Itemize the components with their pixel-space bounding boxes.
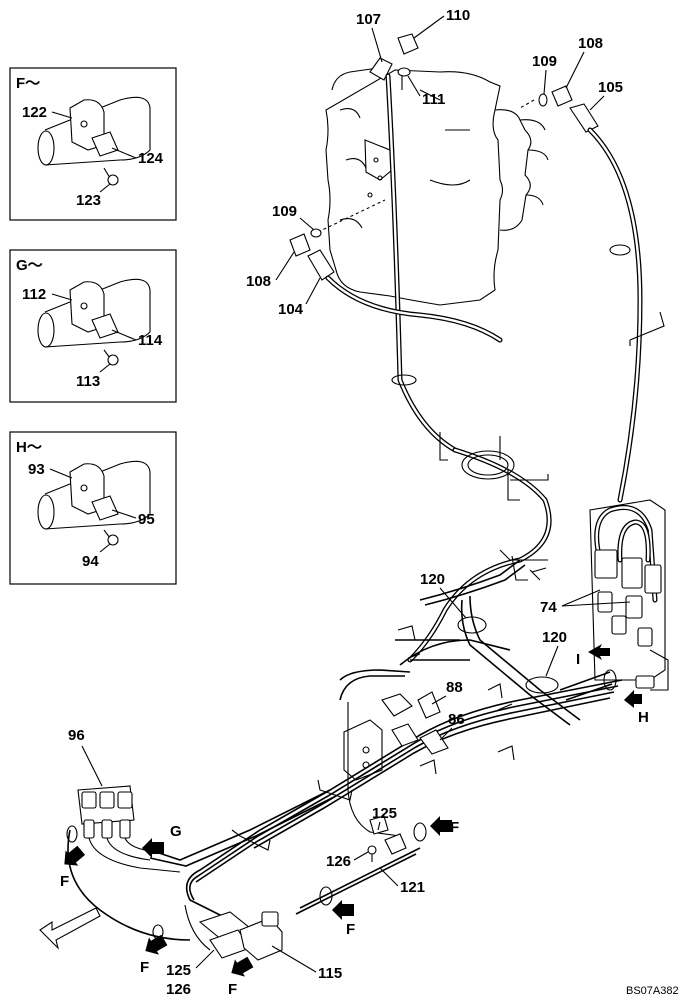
label-126a: 126 [326, 853, 351, 870]
main-line-bundle [149, 559, 623, 926]
front-direction-arrow [39, 907, 101, 950]
label-125a: 125 [372, 805, 397, 822]
valve-86-88 [339, 675, 449, 837]
lower-valve-115 [184, 815, 427, 961]
drawing-code: BS07A382 [626, 985, 679, 997]
label-109b: 109 [272, 203, 297, 220]
label-109a: 109 [532, 53, 557, 70]
view-arrow-h: H [624, 690, 649, 726]
label-104: 104 [278, 301, 304, 318]
label-108b: 108 [246, 273, 271, 290]
view-arrow-f1: F [430, 816, 459, 836]
label-107: 107 [356, 11, 381, 28]
view-arrow-f5: F [228, 956, 254, 998]
label-105: 105 [598, 79, 623, 96]
inset-f: F～ 122 124 123 [9, 67, 177, 221]
fitting-108a [551, 85, 573, 107]
label-113: 113 [76, 373, 100, 390]
inset-h: H～ 93 95 94 [9, 431, 177, 585]
inset-g-title: G～ [16, 257, 43, 274]
fitting-105 [569, 103, 599, 133]
block-96 [66, 785, 191, 941]
label-124: 124 [138, 150, 164, 167]
label-120a: 120 [420, 571, 445, 588]
inset-g: G～ 112 114 113 [9, 249, 177, 403]
view-arrow-g: G [142, 823, 182, 858]
line-brackets [231, 555, 547, 851]
o-ring-111 [397, 67, 411, 77]
view-arrow-i: I [576, 644, 610, 668]
fitting-108b [289, 233, 311, 257]
fitting-104 [307, 249, 335, 281]
pilot-hoses [325, 73, 643, 663]
hose-clamps [391, 244, 665, 581]
o-ring-109b [310, 228, 322, 238]
label-121: 121 [400, 879, 425, 896]
control-valve-body [317, 67, 549, 306]
inset-f-clamp-drawing [37, 96, 151, 186]
svg-text:H: H [638, 709, 649, 726]
label-120b: 120 [542, 629, 567, 646]
label-86: 86 [448, 711, 465, 728]
view-arrow-f4: F [140, 934, 168, 976]
label-96: 96 [68, 727, 85, 744]
fitting-110 [397, 33, 419, 55]
label-93: 93 [28, 461, 45, 478]
inset-g-clamp-drawing [37, 278, 151, 366]
inset-h-clamp-drawing [37, 460, 151, 546]
label-123: 123 [76, 192, 101, 209]
label-108a: 108 [578, 35, 603, 52]
svg-text:F: F [60, 873, 69, 890]
label-110: 110 [446, 7, 470, 24]
svg-text:F: F [346, 921, 355, 938]
label-94: 94 [82, 553, 99, 570]
label-114: 114 [138, 332, 163, 349]
view-arrow-f2: F [60, 845, 86, 890]
inset-h-title: H～ [16, 439, 42, 456]
svg-text:F: F [228, 981, 237, 998]
label-74: 74 [540, 599, 557, 616]
part-labels: 107 110 111 109 108 105 109 108 104 120 … [68, 7, 631, 998]
label-115: 115 [318, 965, 342, 982]
label-126b: 126 [166, 981, 191, 998]
view-arrows: I H G F F F F F [60, 644, 649, 998]
manifold-74 [589, 499, 669, 691]
svg-text:F: F [450, 819, 459, 836]
svg-text:G: G [170, 823, 182, 840]
top-fittings [289, 33, 599, 281]
label-112: 112 [22, 286, 46, 303]
o-ring-109a [538, 93, 548, 107]
view-arrow-f3: F [332, 900, 355, 938]
label-125b: 125 [166, 962, 191, 979]
label-122: 122 [22, 104, 47, 121]
label-88: 88 [446, 679, 463, 696]
label-95: 95 [138, 511, 155, 528]
label-111: 111 [422, 91, 445, 108]
svg-text:F: F [140, 959, 149, 976]
inset-f-title: F～ [16, 75, 40, 92]
svg-text:I: I [576, 651, 580, 668]
